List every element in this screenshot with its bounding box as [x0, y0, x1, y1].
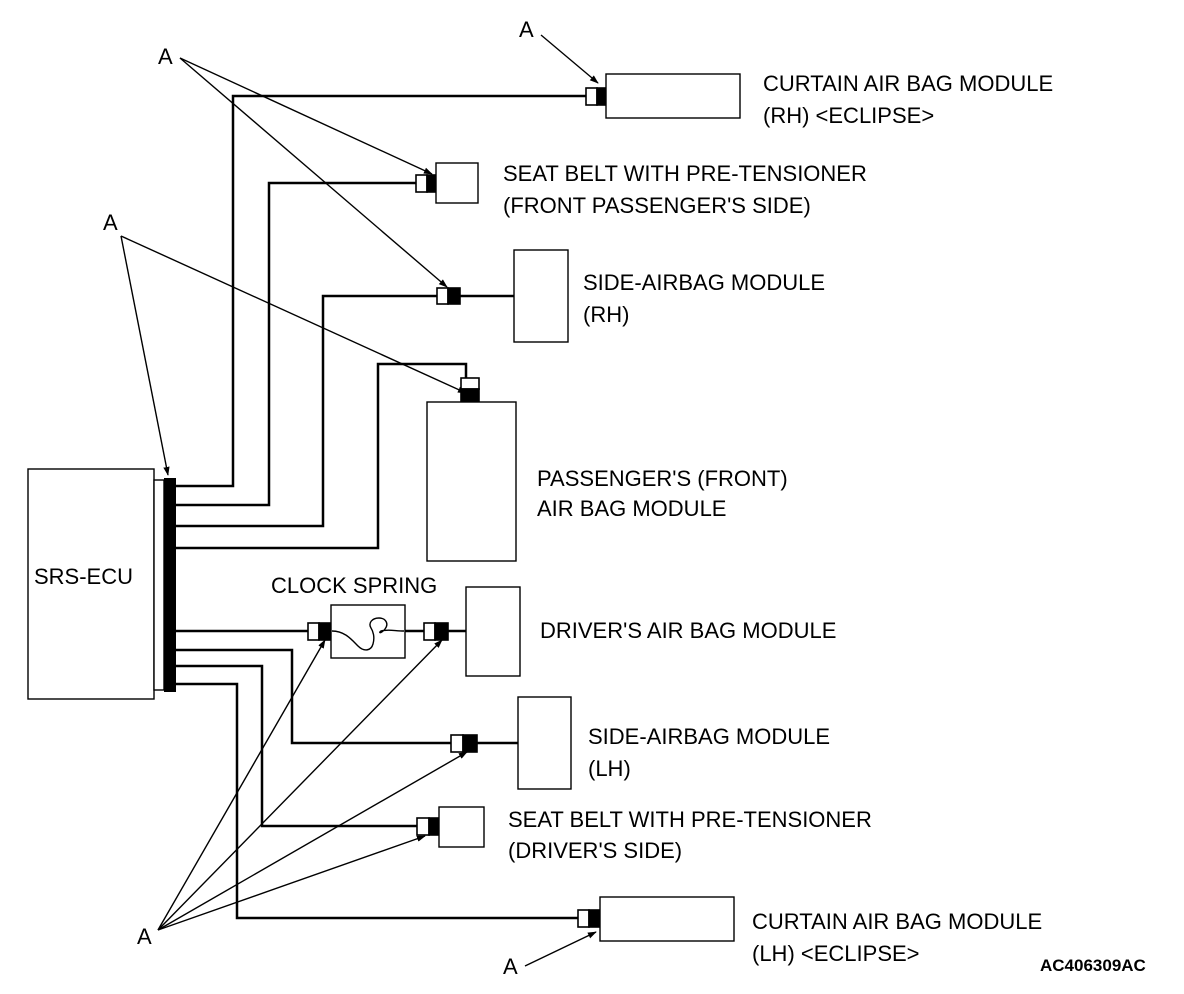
- driver-airbag-box: [465, 586, 521, 677]
- leader-a-passenger-front: [120, 235, 467, 394]
- side-airbag-rh-label-1: SIDE-AIRBAG MODULE: [583, 270, 825, 295]
- curtain-lh-label-1: CURTAIN AIR BAG MODULE: [752, 909, 1042, 934]
- wire-passenger-front: [176, 362, 468, 550]
- leader-a-clock-spring: [157, 639, 326, 931]
- curtain-lh-label-2: (LH) <ECLIPSE>: [752, 941, 920, 966]
- curtain-airbag-lh-box: [599, 896, 735, 942]
- curtain-rh-label-1: CURTAIN AIR BAG MODULE: [763, 71, 1053, 96]
- passenger-front-airbag: PASSENGER'S (FRONT) AIR BAG MODULE: [426, 377, 788, 562]
- callout-a-upper: A: [158, 44, 173, 69]
- side-airbag-lh-label-2: (LH): [588, 756, 631, 781]
- leader-a-seatbelt-passenger: [179, 57, 433, 175]
- connector-clock-spring-in-half: [318, 622, 331, 641]
- wire-side-airbag-rh: [176, 294, 514, 528]
- connector-curtain-lh: [577, 909, 590, 928]
- seatbelt-pretensioner-driver: SEAT BELT WITH PRE-TENSIONER (DRIVER'S S…: [416, 806, 872, 863]
- srs-ecu: SRS-ECU: [27, 468, 176, 700]
- connector-side-airbag-lh-half: [462, 734, 478, 753]
- srs-ecu-body: [27, 468, 155, 700]
- callout-a-bottom: A: [503, 954, 518, 979]
- seatbelt-pretensioner-passenger: SEAT BELT WITH PRE-TENSIONER (FRONT PASS…: [415, 161, 867, 218]
- connector-passenger-front: [460, 377, 480, 390]
- connector-seatbelt-passenger: [415, 174, 428, 193]
- curtain-airbag-rh: CURTAIN AIR BAG MODULE (RH) <ECLIPSE>: [585, 71, 1053, 128]
- callout-a-lower: A: [137, 924, 152, 949]
- leader-a-side-airbag-lh: [157, 751, 468, 931]
- connector-curtain-lh-half: [588, 909, 601, 928]
- connector-seatbelt-passenger-half: [426, 174, 437, 193]
- callout-a-middle: A: [103, 210, 118, 235]
- seatbelt-driver-label-1: SEAT BELT WITH PRE-TENSIONER: [508, 807, 872, 832]
- clock-spring-label: CLOCK SPRING: [271, 573, 437, 598]
- driver-airbag-label: DRIVER'S AIR BAG MODULE: [540, 618, 836, 643]
- side-airbag-lh-box: [517, 696, 572, 790]
- connector-seatbelt-driver-half: [428, 817, 440, 836]
- connector-side-airbag-lh: [450, 734, 464, 753]
- seatbelt-passenger-box: [435, 162, 479, 204]
- connector-driver-airbag: [423, 622, 436, 641]
- connector-passenger-front-half: [460, 388, 480, 403]
- passenger-front-label-2: AIR BAG MODULE: [537, 496, 726, 521]
- curtain-airbag-rh-box: [605, 73, 741, 119]
- leader-a-driver-airbag: [157, 639, 443, 931]
- connector-side-airbag-rh-half: [447, 287, 461, 305]
- srs-ecu-label: SRS-ECU: [34, 564, 133, 589]
- side-airbag-lh-label-1: SIDE-AIRBAG MODULE: [588, 724, 830, 749]
- seatbelt-passenger-label-1: SEAT BELT WITH PRE-TENSIONER: [503, 161, 867, 186]
- side-airbag-rh-label-2: (RH): [583, 302, 629, 327]
- connector-seatbelt-driver: [416, 817, 430, 836]
- srs-ecu-connector: [164, 478, 176, 692]
- connector-curtain-rh-half: [596, 87, 607, 106]
- connector-callouts: A A A A A: [103, 17, 599, 979]
- leader-a-side-airbag-rh: [179, 57, 448, 288]
- leader-a-seatbelt-driver: [157, 835, 426, 931]
- connector-curtain-rh: [585, 87, 598, 106]
- wiring-harness: [176, 94, 586, 920]
- driver-airbag: DRIVER'S AIR BAG MODULE: [423, 586, 836, 677]
- clock-spring-coil-icon: [331, 617, 405, 651]
- curtain-rh-label-2: (RH) <ECLIPSE>: [763, 103, 934, 128]
- seatbelt-passenger-label-2: (FRONT PASSENGER'S SIDE): [503, 193, 811, 218]
- seatbelt-driver-box: [438, 806, 485, 848]
- callout-a-top-right: A: [519, 17, 534, 42]
- wire-curtain-lh: [176, 682, 578, 920]
- passenger-front-airbag-box: [426, 401, 517, 562]
- figure-code: AC406309AC: [1040, 956, 1146, 975]
- passenger-front-label-1: PASSENGER'S (FRONT): [537, 466, 788, 491]
- connector-side-airbag-rh: [436, 287, 449, 305]
- leader-a-curtain-rh: [540, 34, 599, 84]
- curtain-airbag-lh: CURTAIN AIR BAG MODULE (LH) <ECLIPSE>: [577, 896, 1042, 966]
- leader-a-curtain-lh: [524, 931, 597, 967]
- seatbelt-driver-label-2: (DRIVER'S SIDE): [508, 838, 682, 863]
- srs-ecu-connector-housing: [153, 479, 165, 691]
- connector-driver-airbag-half: [434, 622, 449, 641]
- wire-seatbelt-passenger: [176, 181, 416, 507]
- clock-spring: CLOCK SPRING: [271, 573, 437, 659]
- leader-a-srs-ecu: [120, 235, 170, 476]
- side-airbag-lh: SIDE-AIRBAG MODULE (LH): [450, 696, 830, 790]
- wire-curtain-rh: [176, 94, 586, 488]
- side-airbag-rh: SIDE-AIRBAG MODULE (RH): [436, 249, 825, 343]
- side-airbag-rh-box: [513, 249, 569, 343]
- connector-clock-spring-in: [307, 622, 320, 641]
